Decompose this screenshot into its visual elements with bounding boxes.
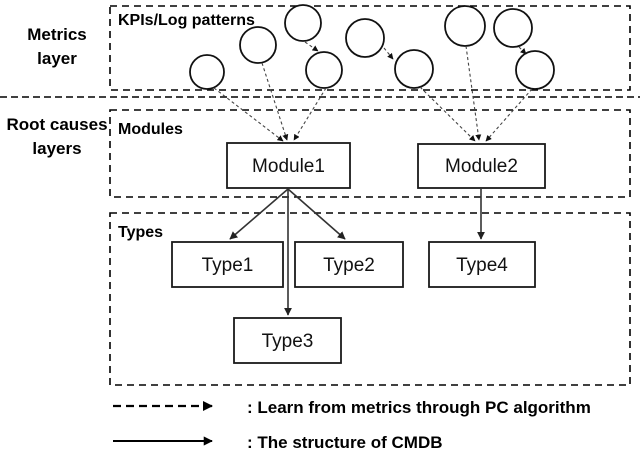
metric-node-m6[interactable] <box>394 49 434 89</box>
edge-m8-to-m9 <box>518 46 527 55</box>
type-label-type2: Type2 <box>323 255 375 276</box>
edge-module1-to-type1 <box>229 188 289 240</box>
edge-m9-to-module2 <box>485 88 533 142</box>
edge-m7-to-module2 <box>465 45 482 141</box>
type-label-type3: Type3 <box>262 331 314 352</box>
metric-node-m2[interactable] <box>239 26 277 64</box>
edge-m4-to-module1 <box>293 87 327 141</box>
metric-node-m8[interactable] <box>493 8 533 48</box>
group-title-modules: Modules <box>118 121 183 138</box>
module-box-module2[interactable] <box>417 143 546 189</box>
metric-node-m7[interactable] <box>444 5 486 47</box>
edge-m3-to-m4 <box>304 41 319 52</box>
side-label-root-causes-line1: Root causes <box>6 115 107 134</box>
type-box-type1[interactable] <box>171 241 284 288</box>
edge-m2-to-module1 <box>261 62 289 141</box>
side-label-metrics-line2: layer <box>37 49 77 68</box>
module-label-module2: Module2 <box>445 156 518 177</box>
module-label-module1: Module1 <box>252 156 325 177</box>
modules-group-box <box>109 109 631 198</box>
legend-solid-text: : The structure of CMDB <box>247 433 443 452</box>
metric-node-m4[interactable] <box>305 51 343 89</box>
side-label-metrics-line1: Metrics <box>27 25 87 44</box>
type-box-type3[interactable] <box>233 317 342 364</box>
type-label-type1: Type1 <box>202 255 254 276</box>
edge-m5-to-m6 <box>383 47 394 60</box>
group-title-types: Types <box>118 224 163 241</box>
group-title-kpis: KPIs/Log patterns <box>118 12 255 29</box>
metric-node-m5[interactable] <box>345 18 385 58</box>
legend-dashed-text: : Learn from metrics through PC algorith… <box>247 398 591 417</box>
module-box-module1[interactable] <box>226 142 351 189</box>
type-box-type4[interactable] <box>428 241 536 288</box>
metric-node-m1[interactable] <box>189 54 225 90</box>
metric-node-m9[interactable] <box>515 50 555 90</box>
metric-node-m3[interactable] <box>284 4 322 42</box>
edge-module1-to-type2 <box>287 188 346 240</box>
type-label-type4: Type4 <box>456 255 508 276</box>
metrics-group-box <box>109 5 631 91</box>
side-label-root-causes-line2: layers <box>32 139 81 158</box>
type-box-type2[interactable] <box>294 241 404 288</box>
edge-m6-to-module2 <box>419 86 476 142</box>
types-group-box <box>109 212 631 386</box>
